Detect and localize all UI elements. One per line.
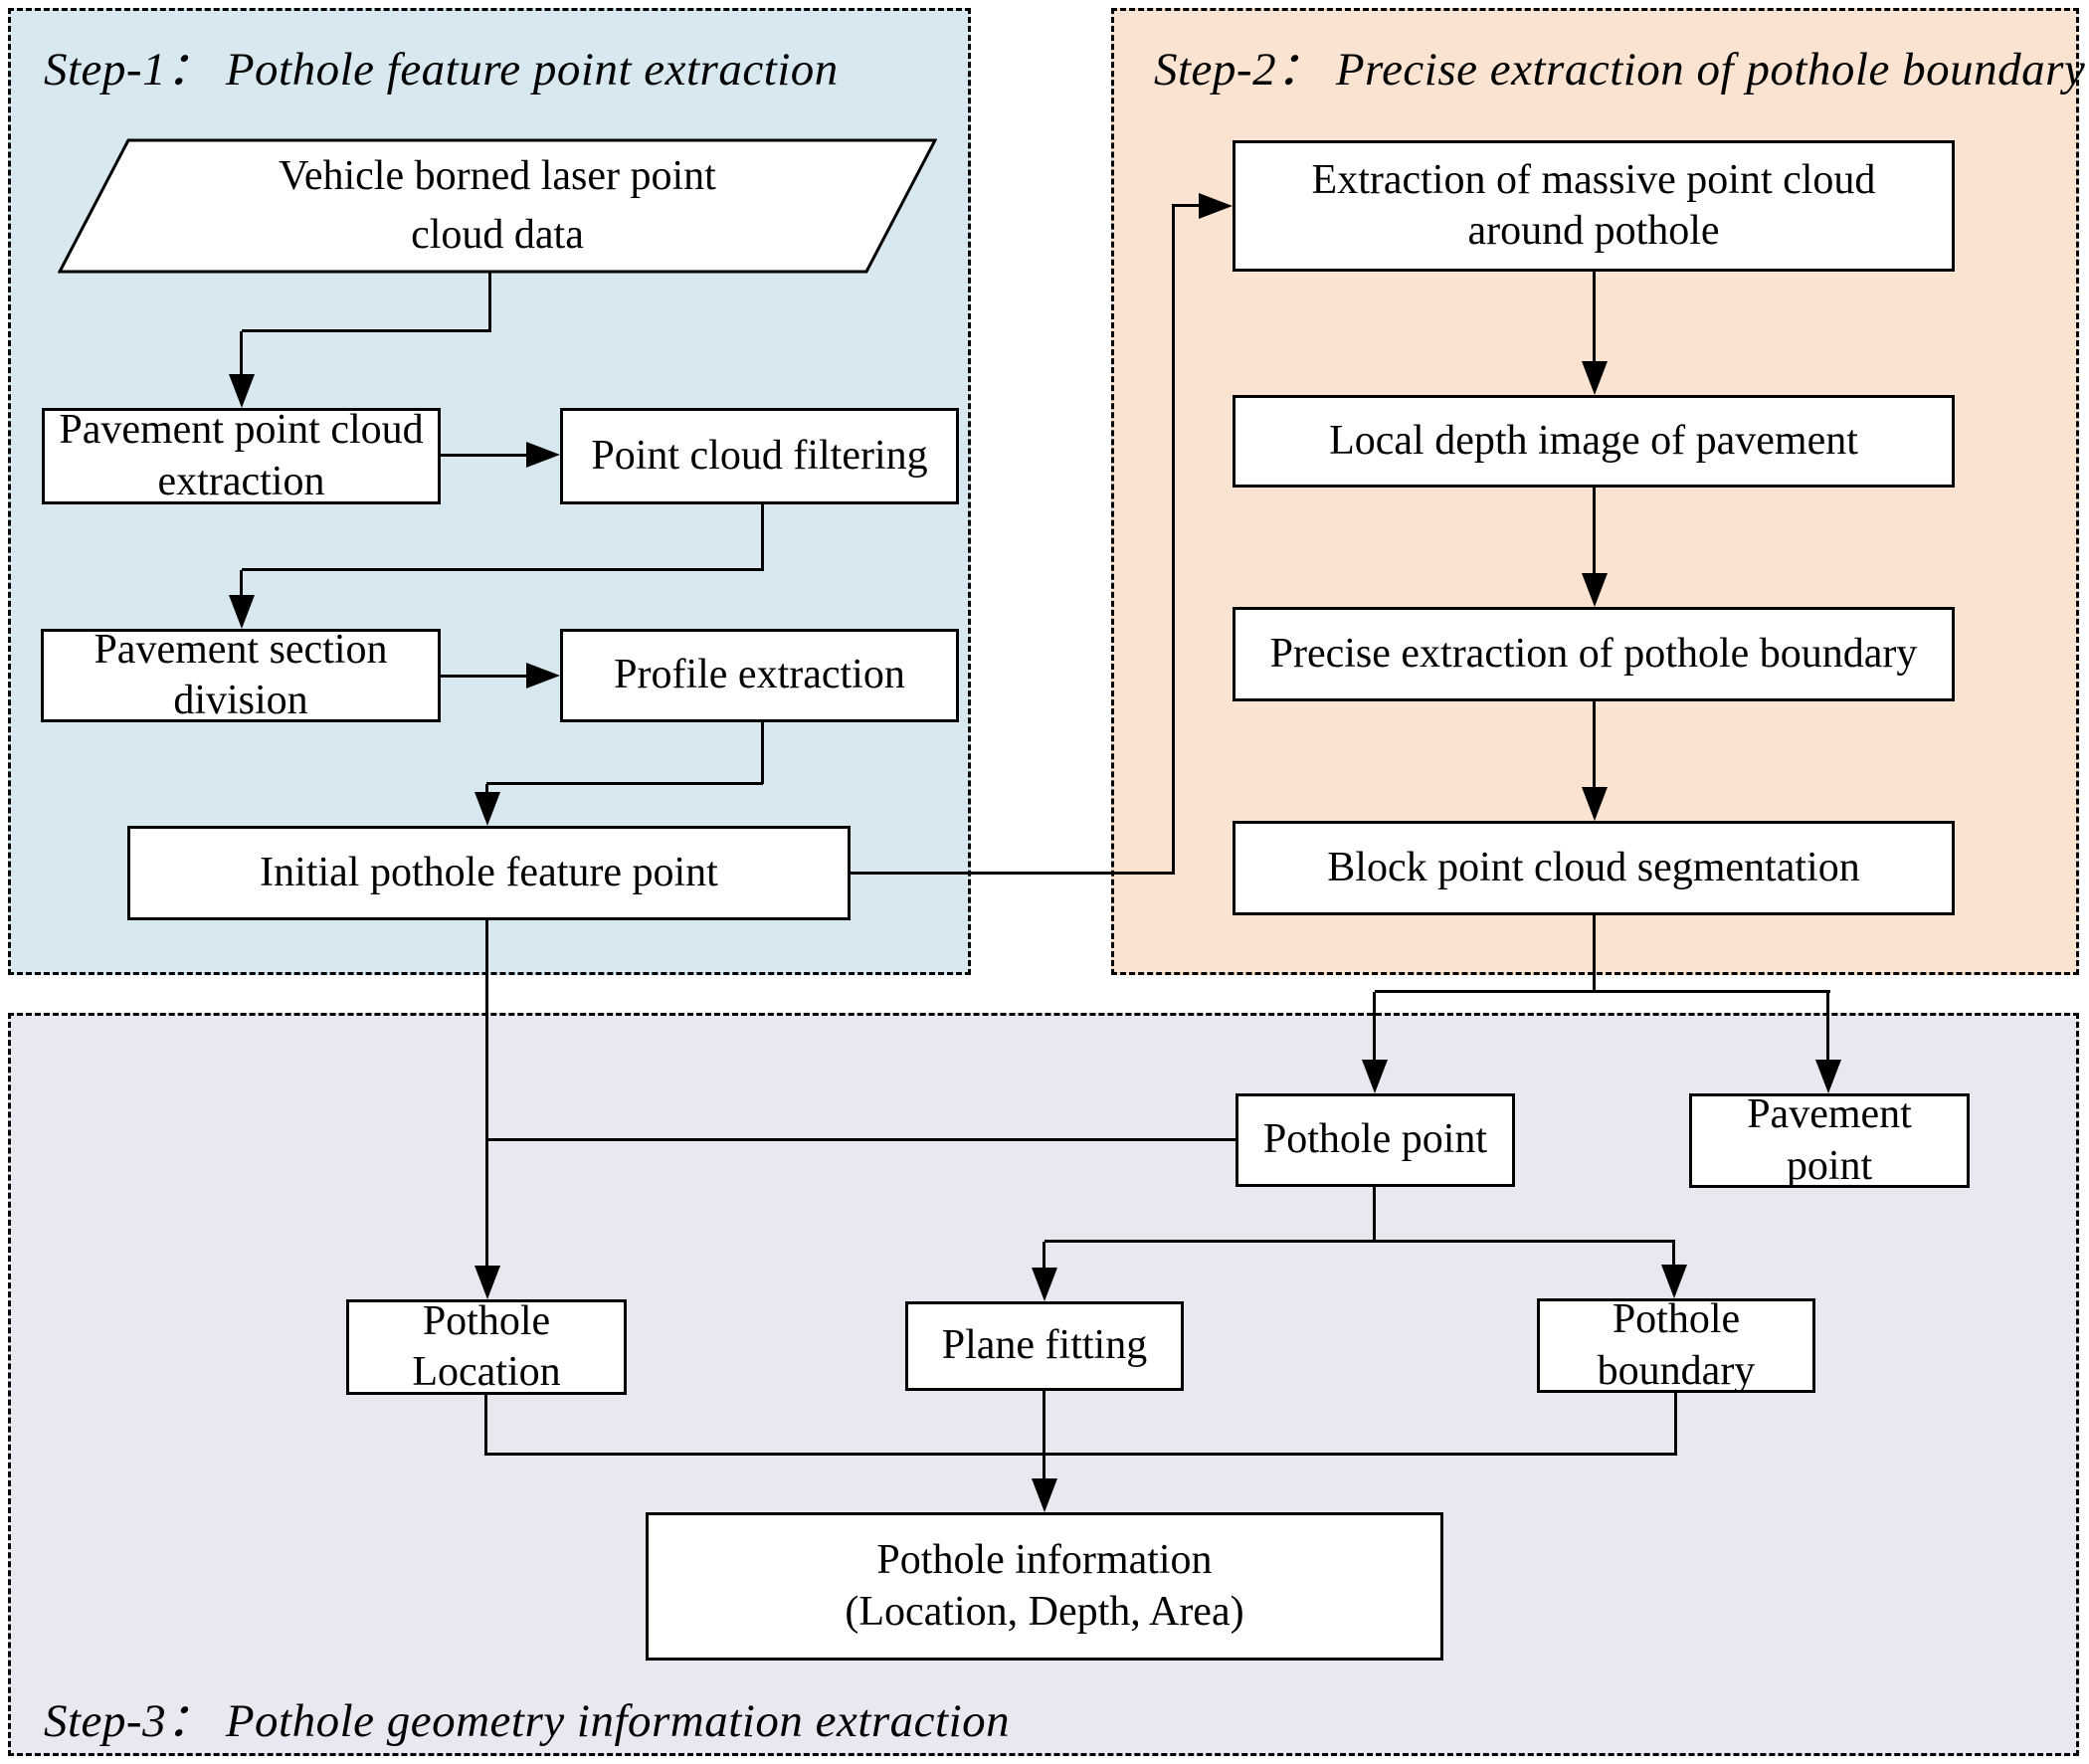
label-line: Location [412, 1349, 561, 1395]
arrow-down [1362, 1060, 1388, 1093]
arrow-down [1815, 1060, 1841, 1093]
connector-line [487, 1138, 1235, 1141]
label-line: Pothole [422, 1297, 551, 1344]
connector-line [1375, 990, 1830, 993]
profile-extraction-node: Profile extraction [560, 629, 959, 722]
connector-line [1373, 1187, 1376, 1242]
arrow-down [1032, 1478, 1057, 1512]
pavement-point-node: Pavement point [1689, 1091, 1970, 1189]
connector-line [1373, 992, 1376, 1062]
initial-pothole-feature-point-node: Initial pothole feature point [127, 826, 851, 920]
connector-line [1593, 915, 1596, 993]
block-point-cloud-segmentation-node: Block point cloud segmentation [1233, 821, 1955, 915]
label-line: division [173, 678, 308, 723]
label-line: Plane fitting [941, 1322, 1148, 1369]
local-depth-image-node: Local depth image of pavement [1233, 395, 1955, 488]
connector-line [1043, 1242, 1045, 1270]
step3-title: Step-3： Pothole geometry information ext… [44, 1695, 1011, 1747]
connector-line [1593, 488, 1596, 575]
precise-extraction-boundary-node: Precise extraction of pothole boundary [1233, 607, 1955, 701]
connector-line [484, 1395, 487, 1456]
arrow-down [229, 374, 255, 408]
label-line: Pothole point [1262, 1116, 1488, 1163]
connector-line [485, 920, 488, 1268]
arrow-down [475, 792, 500, 826]
connector-line [240, 331, 243, 376]
arrow-down [1661, 1265, 1687, 1298]
label-line: Pothole information [876, 1537, 1213, 1584]
vehicle-laser-data-node: Vehicle borned laser point cloud data [58, 138, 937, 274]
connector-line [485, 784, 488, 794]
connector-line [1172, 204, 1201, 207]
connector-line [242, 568, 764, 571]
label-line: Profile extraction [614, 652, 905, 698]
label-line: extraction [157, 458, 325, 504]
connector-line [240, 570, 243, 597]
arrow-down [229, 595, 255, 629]
label-line: (Location, Depth, Area) [845, 1588, 1244, 1635]
connector-line [488, 272, 491, 331]
label-line: around pothole [1467, 208, 1720, 254]
label-line: boundary [1597, 1347, 1756, 1394]
label-line: Precise extraction of pothole boundary [1269, 630, 1918, 677]
label-line: Pothole [1612, 1296, 1741, 1343]
arrow-down [1032, 1268, 1057, 1301]
connector-line [1826, 992, 1829, 1062]
pothole-boundary-node: Pothole boundary [1537, 1296, 1815, 1394]
connector-line [1593, 701, 1596, 789]
step1-title: Step-1： Pothole feature point extraction [44, 44, 839, 96]
label-line: Point cloud filtering [591, 432, 928, 479]
arrow-right [526, 442, 560, 468]
connector-line [1672, 1242, 1675, 1267]
arrow-down [1582, 573, 1608, 607]
vehicle-laser-data-label: Vehicle borned laser point cloud data [58, 138, 937, 274]
parallelogram-shape [58, 138, 937, 274]
step2-title: Step-2： Precise extraction of pothole bo… [1154, 44, 2086, 96]
label-line: point [1786, 1142, 1873, 1189]
arrow-down [1582, 787, 1608, 821]
label-line: cloud data [411, 212, 584, 258]
connector-line [1172, 206, 1175, 875]
arrow-right [526, 663, 560, 688]
label-line: Block point cloud segmentation [1327, 844, 1860, 890]
plane-fitting-node: Plane fitting [905, 1301, 1184, 1391]
pothole-information-node: Pothole information (Location, Depth, Ar… [646, 1512, 1443, 1661]
connector-line [486, 782, 763, 785]
connector-line [1674, 1393, 1677, 1456]
label-line: Local depth image of pavement [1329, 417, 1858, 464]
arrow-down [1582, 361, 1608, 395]
connector-line [1044, 1240, 1675, 1243]
connector-line [1043, 1391, 1045, 1480]
pavement-point-cloud-extraction-node: Pavement point cloud extraction [42, 407, 441, 504]
connector-line [242, 329, 491, 332]
connector-line [441, 454, 528, 457]
arrow-down [475, 1266, 500, 1299]
connector-line [486, 1453, 1677, 1456]
arrow-right [1199, 193, 1233, 219]
extraction-massive-point-cloud-node: Extraction of massive point cloud around… [1233, 140, 1955, 272]
pothole-location-node: Pothole Location [346, 1297, 627, 1395]
connector-line [761, 722, 764, 784]
label-line: Pavement point cloud [59, 407, 424, 454]
connector-line [761, 504, 764, 570]
connector-line [441, 675, 528, 678]
label-line: Extraction of massive point cloud [1311, 156, 1876, 203]
connector-line [851, 872, 1175, 875]
label-line: Initial pothole feature point [260, 849, 718, 895]
pothole-point-node: Pothole point [1235, 1093, 1515, 1187]
label-line: Vehicle borned laser point [279, 153, 716, 200]
point-cloud-filtering-node: Point cloud filtering [560, 408, 959, 504]
connector-line [1593, 272, 1596, 363]
label-line: Pavement [1747, 1091, 1912, 1138]
label-line: Pavement section [94, 626, 388, 673]
pavement-section-division-node: Pavement section division [41, 627, 441, 723]
